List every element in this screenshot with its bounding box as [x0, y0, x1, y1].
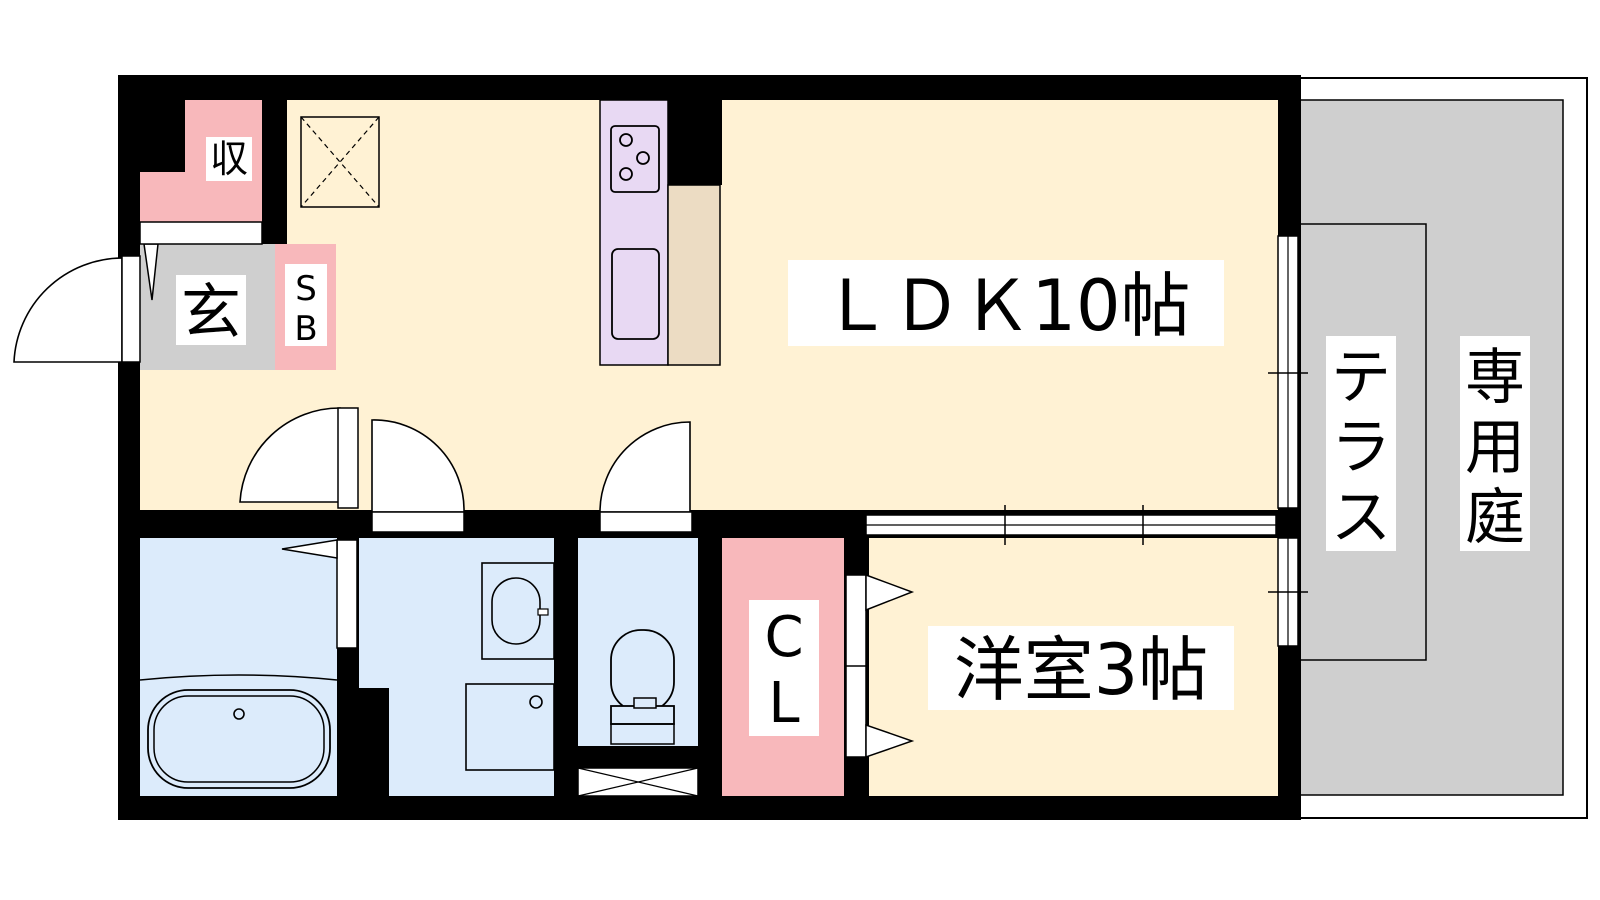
kitchen-wall: [668, 100, 722, 185]
bathroom-door-swing[interactable]: [239, 407, 341, 503]
front-door-swing[interactable]: [13, 257, 123, 363]
ldk-label: ＬＤＫ10帖: [821, 265, 1190, 347]
drain-icon: [233, 708, 245, 720]
storage-label: 収: [210, 137, 248, 181]
bathtub-icon: [147, 689, 331, 789]
fridge-space: [300, 116, 380, 208]
terrace-label-char: テ: [1331, 343, 1391, 413]
garden-label-bg: [1460, 336, 1530, 551]
shoe-box-label-bg: [285, 264, 327, 346]
stove-icon: [610, 125, 660, 193]
washroom-door-swing[interactable]: [371, 419, 465, 513]
fridge-cross: [300, 116, 380, 208]
washroom-floor: [359, 538, 554, 796]
garden-label-char: 庭: [1465, 483, 1525, 553]
burner-icon: [619, 167, 633, 181]
washer-space: [465, 683, 555, 771]
terrace-label-char: ス: [1331, 483, 1391, 553]
closet-label-c: C: [764, 605, 803, 670]
washbasin-icon: [481, 562, 555, 660]
closet-door-arrow: [865, 723, 915, 759]
storage-door[interactable]: [139, 221, 263, 245]
toilet-base: [633, 697, 657, 709]
entrance-label: 玄: [181, 278, 241, 348]
front-door[interactable]: [121, 255, 141, 363]
terrace-label-bg: [1326, 336, 1396, 551]
closet-label-bg: [749, 600, 819, 736]
washroom-notch: [359, 688, 389, 796]
faucet-icon: [537, 608, 549, 616]
terrace-label-char: ラ: [1331, 413, 1391, 483]
toilet-tank-low: [610, 723, 675, 745]
closet-door-arrow: [865, 573, 915, 612]
shoe-box-label-b: B: [294, 309, 317, 349]
fridge-cross: [300, 116, 380, 208]
storage-cross: [577, 767, 699, 797]
storage-label-bg: [206, 137, 252, 181]
shoe-box-label-s: S: [295, 269, 317, 309]
garden-label-char: 用: [1465, 413, 1525, 483]
tub-edge: [139, 674, 338, 681]
inner-wall: [262, 100, 287, 222]
entrance-label-bg: [176, 275, 246, 345]
closet-label-l: L: [768, 671, 799, 736]
bathtub-inner: [153, 695, 325, 783]
western-label-bg: [928, 626, 1234, 710]
bath-sliding-door[interactable]: [336, 539, 358, 649]
western-room-label: 洋室3帖: [954, 629, 1209, 711]
bathroom-floor: [140, 538, 337, 796]
sink-icon: [611, 248, 660, 340]
burner-icon: [619, 133, 633, 147]
toilet-door-swing[interactable]: [599, 421, 691, 513]
garden-label-char: 専: [1465, 343, 1525, 413]
washroom-door[interactable]: [371, 511, 465, 533]
toilet-door[interactable]: [599, 511, 693, 533]
door-stopper-icon: [281, 539, 338, 559]
ldk-label-bg: [788, 260, 1224, 346]
hall-door[interactable]: [337, 407, 359, 509]
kitchen-side-counter: [667, 184, 721, 366]
washer-drain-icon: [529, 695, 543, 709]
burner-icon: [636, 151, 650, 165]
